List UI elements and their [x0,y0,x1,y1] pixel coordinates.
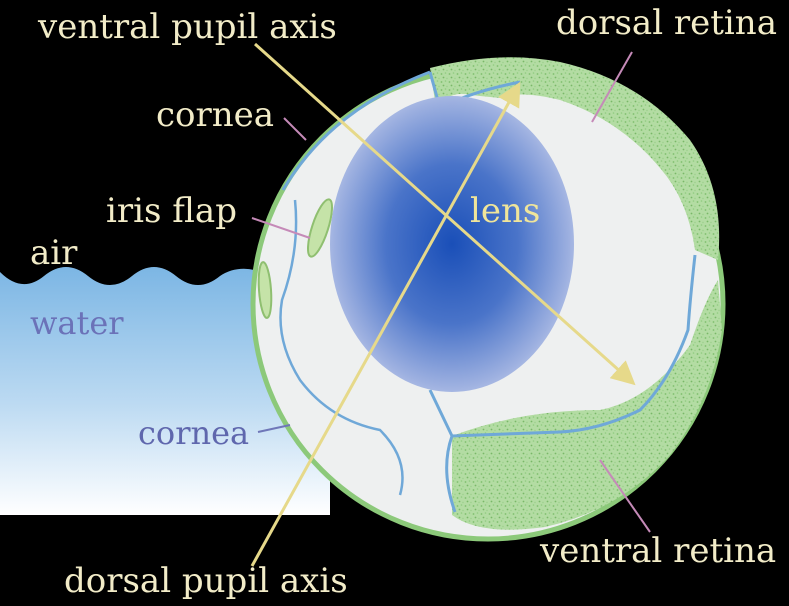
lens [330,96,574,392]
ventral-retina-label: ventral retina [539,531,776,571]
dorsal-retina-label: dorsal retina [556,3,777,43]
ventral-pupil-axis-label: ventral pupil axis [37,7,337,47]
water-label: water [30,304,124,342]
eye-globe [253,57,723,539]
lens-label: lens [470,191,540,231]
air-label: air [30,233,78,273]
dorsal-pupil-axis-label: dorsal pupil axis [64,561,348,601]
cornea-lower-label: cornea [138,414,249,452]
iris-flap-label: iris flap [106,191,237,231]
cornea-upper-leader [284,118,306,140]
cornea-upper-label: cornea [156,95,274,135]
